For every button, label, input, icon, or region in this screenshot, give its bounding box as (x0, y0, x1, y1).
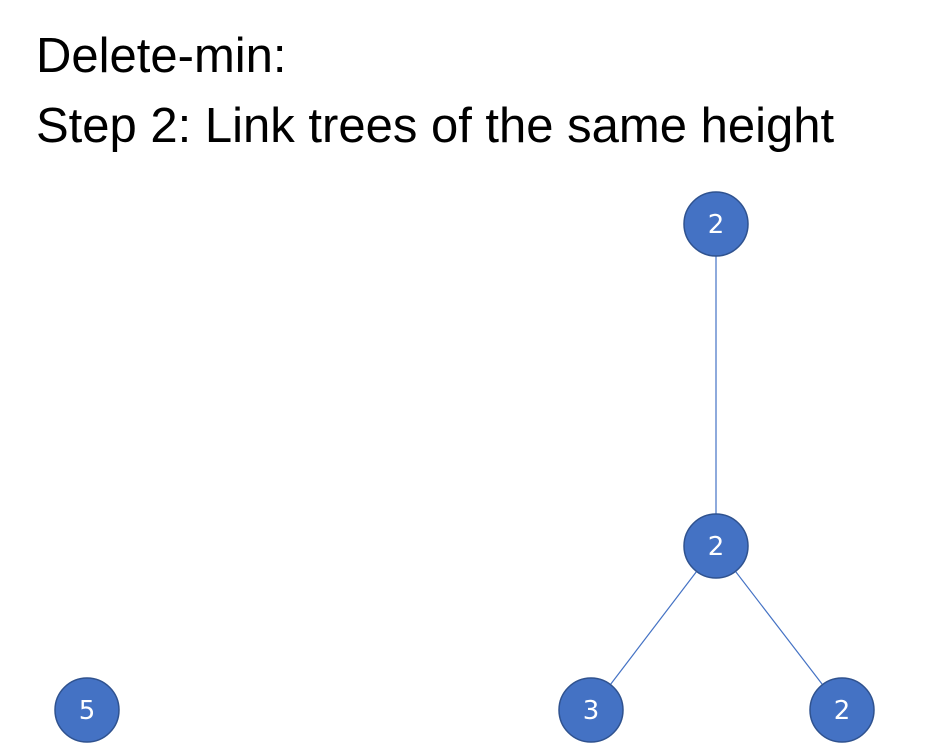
title-line-1: Delete-min: (36, 29, 287, 83)
tree-edge-mid-to-leaf-left (590, 545, 717, 711)
title-line-2: Step 2: Link trees of the same height (36, 99, 835, 153)
tree-node-leaf-right: 2 (809, 677, 875, 743)
node-circle (809, 677, 875, 743)
tree-node-leaf-left: 3 (558, 677, 624, 743)
node-label: 2 (708, 532, 725, 562)
node-circle (54, 677, 120, 743)
node-circle (558, 677, 624, 743)
node-label: 2 (708, 210, 725, 240)
node-label: 3 (583, 696, 600, 726)
tree-node-n5: 5 (54, 677, 120, 743)
tree-edge-mid-to-leaf-right (715, 545, 843, 711)
nodes-layer: 5 2 2 3 2 (54, 191, 875, 743)
node-circle (683, 191, 749, 257)
tree-node-mid: 2 (683, 513, 749, 579)
node-label: 5 (79, 696, 96, 726)
node-label: 2 (834, 696, 851, 726)
edges-layer (590, 224, 843, 711)
node-circle (683, 513, 749, 579)
tree-node-root: 2 (683, 191, 749, 257)
